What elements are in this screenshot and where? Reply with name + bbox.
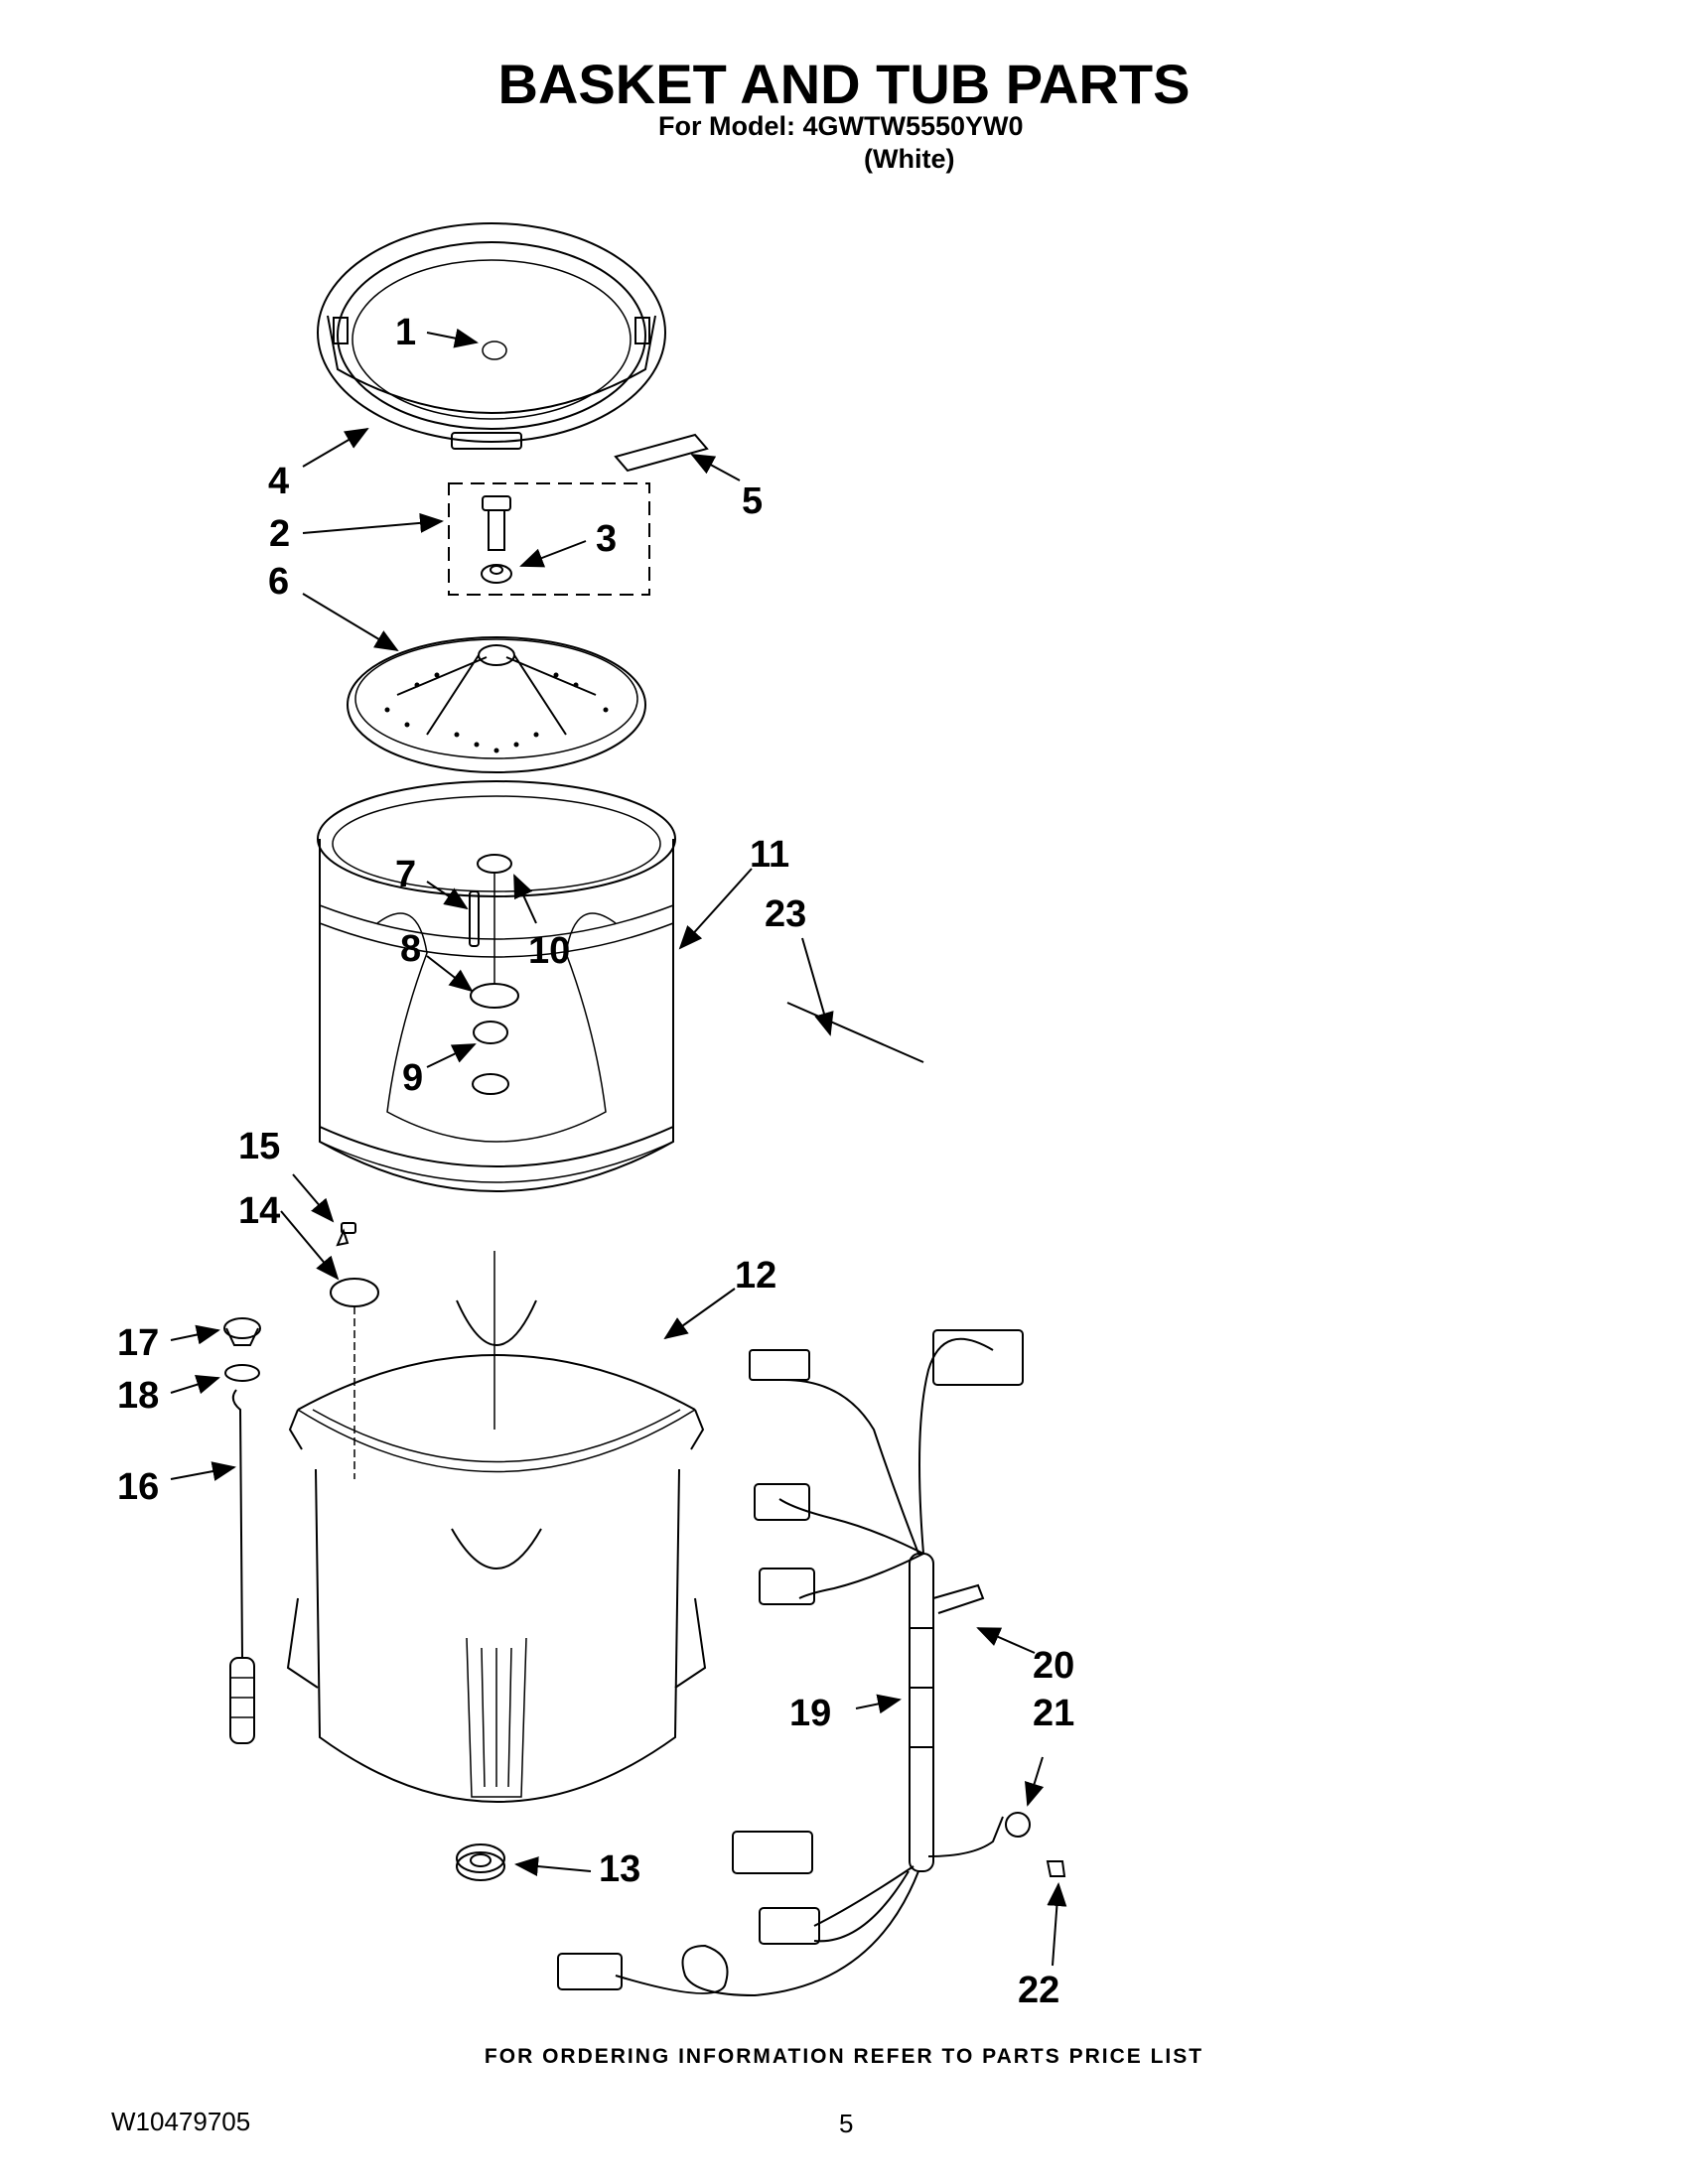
callout-21: 21 xyxy=(1033,1693,1074,1734)
callout-22: 22 xyxy=(1018,1970,1059,2011)
bolt-part xyxy=(481,495,512,584)
color-line: (White) xyxy=(864,144,955,174)
impeller-part xyxy=(347,636,646,773)
rod-part xyxy=(786,1002,924,1063)
seal-part xyxy=(456,1843,505,1881)
strip-part xyxy=(614,433,709,473)
callout-8: 8 xyxy=(400,928,421,970)
outer-tub-part xyxy=(286,1251,707,1803)
callout-10: 10 xyxy=(528,930,570,972)
callout-2: 2 xyxy=(269,513,290,555)
hardware-group-box xyxy=(448,482,650,596)
callout-5: 5 xyxy=(742,480,763,522)
callout-19: 19 xyxy=(789,1693,831,1734)
page-number: 5 xyxy=(839,2109,854,2138)
callout-4: 4 xyxy=(268,461,289,502)
callout-1: 1 xyxy=(395,312,416,353)
callout-16: 16 xyxy=(117,1466,159,1508)
callout-18: 18 xyxy=(117,1375,159,1417)
basket-ring-part xyxy=(317,222,666,450)
callout-13: 13 xyxy=(599,1848,640,1890)
suspension-parts xyxy=(223,1222,379,1744)
callout-11: 11 xyxy=(750,834,789,876)
document-number: W10479705 xyxy=(111,2107,251,2136)
callout-3: 3 xyxy=(596,518,617,560)
callout-7: 7 xyxy=(395,854,416,895)
callout-23: 23 xyxy=(765,893,806,935)
ordering-note: FOR ORDERING INFORMATION REFER TO PARTS … xyxy=(484,2045,1204,2068)
callout-6: 6 xyxy=(268,561,289,603)
callout-9: 9 xyxy=(402,1057,423,1099)
basket-part xyxy=(317,780,676,1192)
wire-harness-part xyxy=(557,1329,1066,1997)
page-title: BASKET AND TUB PARTS xyxy=(497,53,1191,115)
callout-12: 12 xyxy=(735,1255,776,1297)
callout-15: 15 xyxy=(238,1126,280,1167)
callout-14: 14 xyxy=(238,1190,280,1232)
model-line: For Model: 4GWTW5550YW0 xyxy=(658,111,1024,141)
callout-20: 20 xyxy=(1033,1645,1074,1687)
callout-17: 17 xyxy=(117,1322,159,1364)
